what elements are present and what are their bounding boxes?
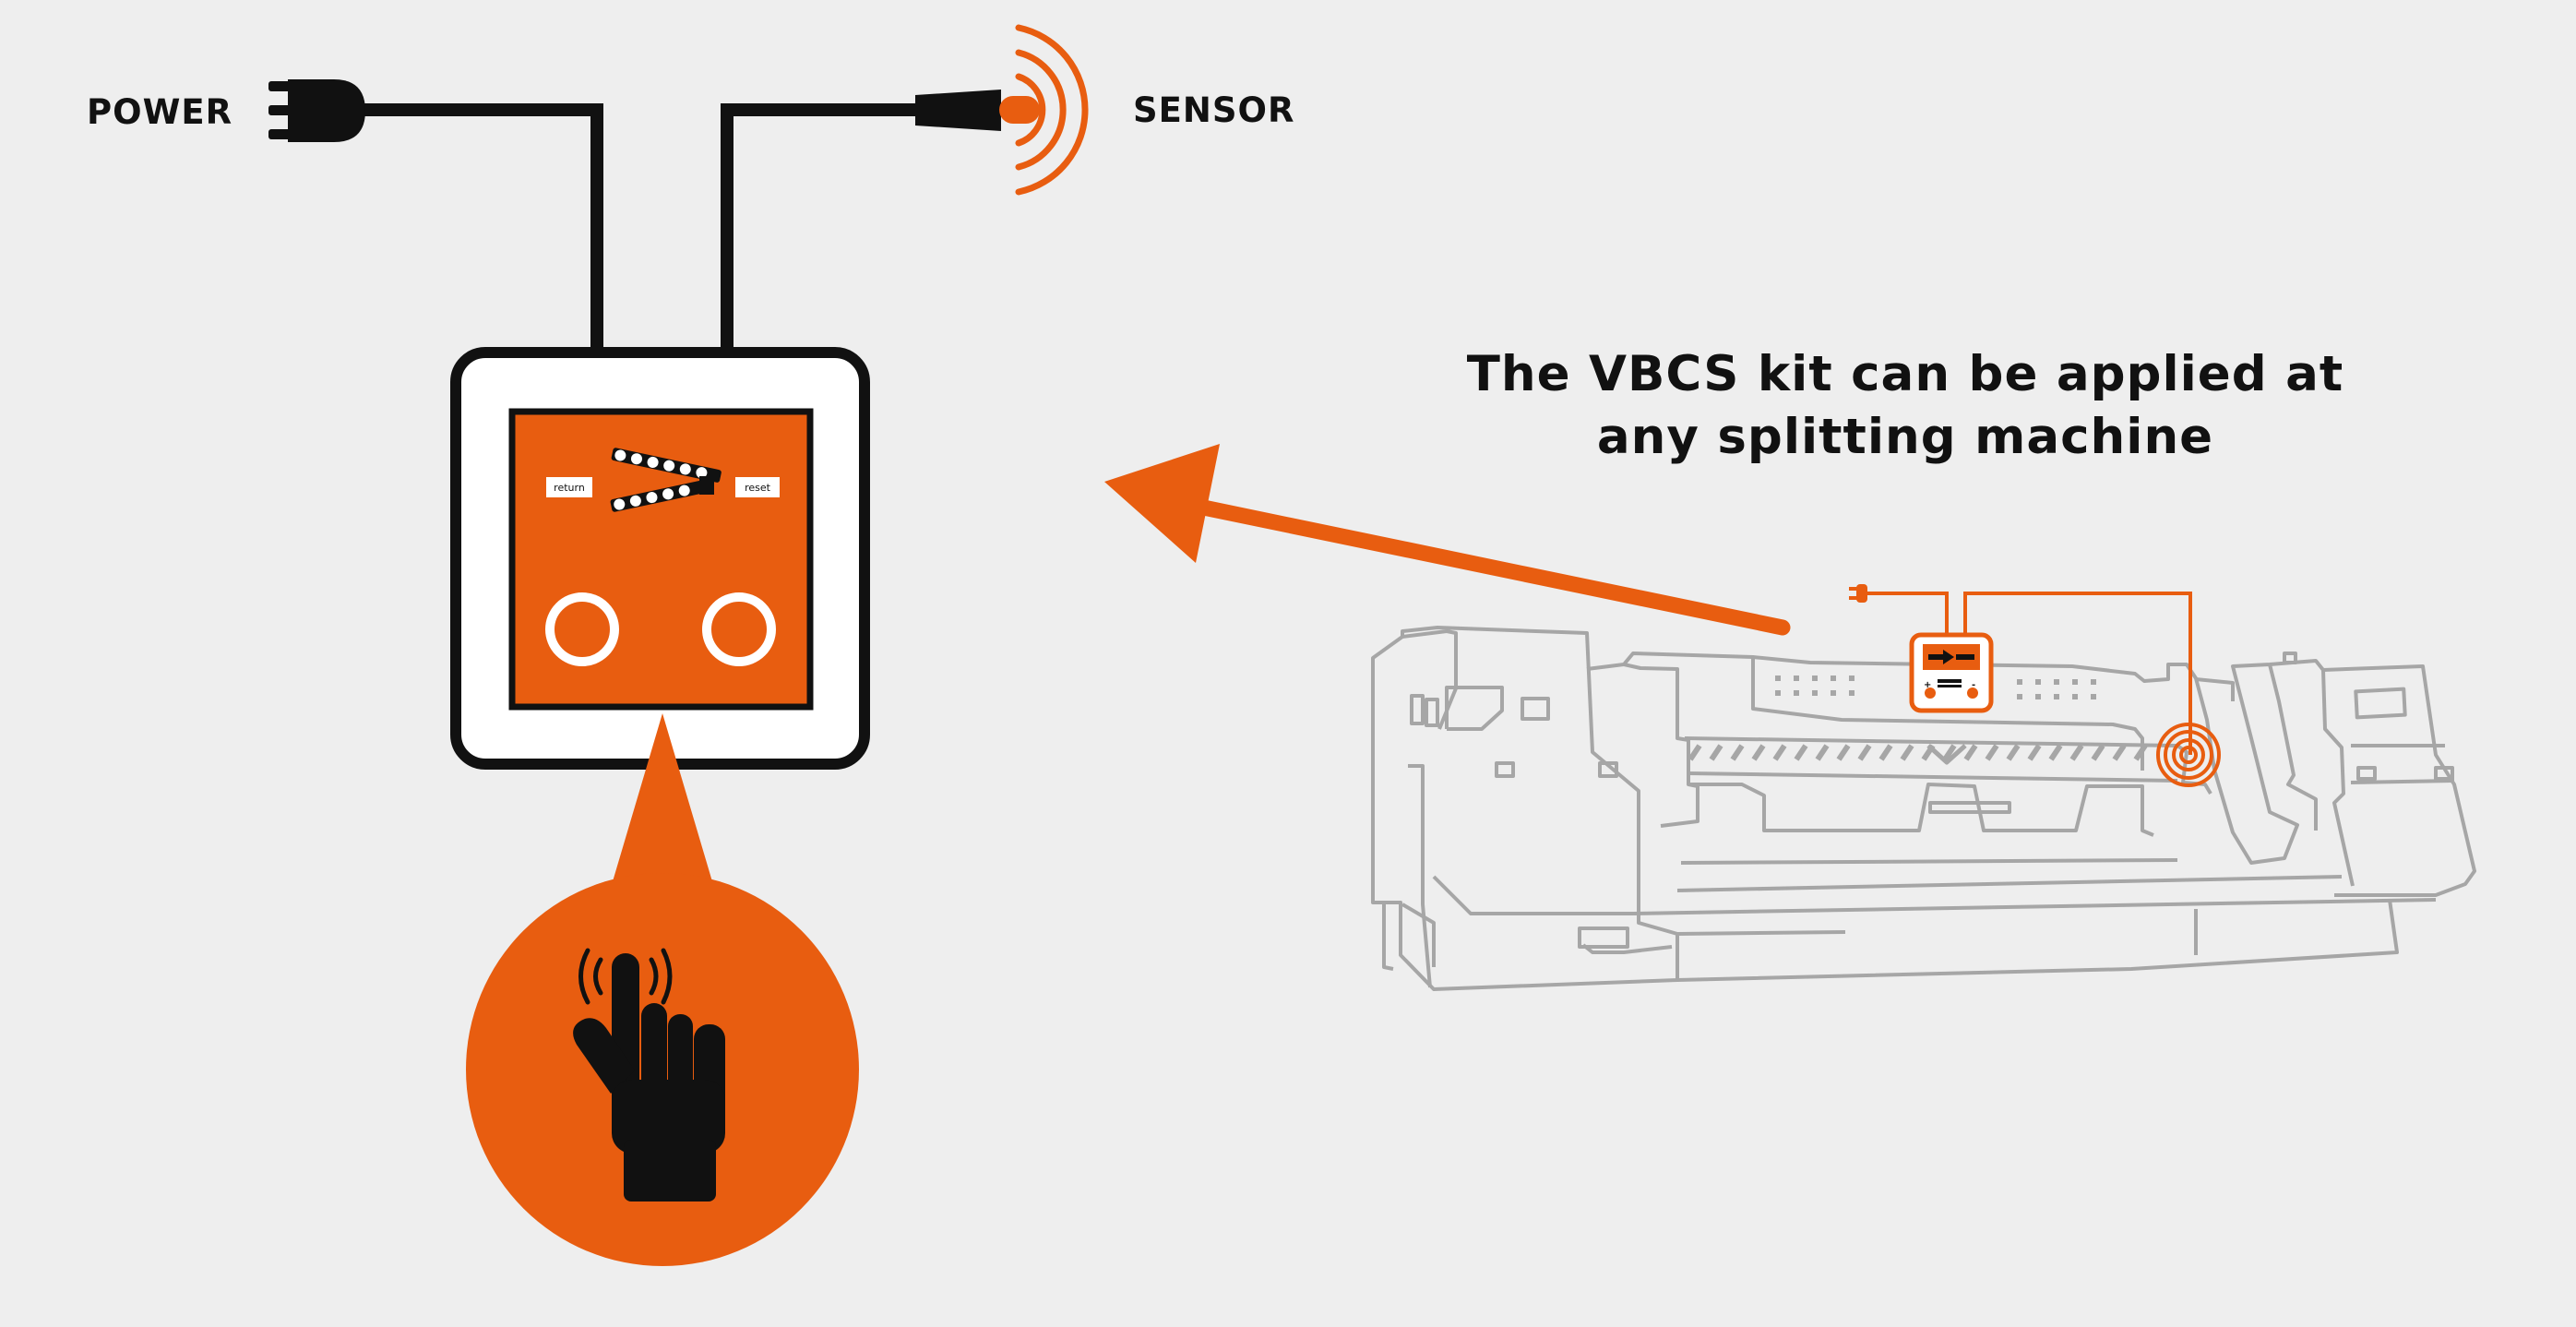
- reset-label-box: [735, 477, 780, 497]
- control-panel: [508, 408, 814, 711]
- return-label-box: [546, 477, 592, 497]
- sensor-waves-icon: [915, 24, 1089, 196]
- svg-text:+: +: [1924, 680, 1931, 690]
- sensor-label: SENSOR: [1133, 90, 1295, 130]
- return-label: return: [554, 482, 585, 494]
- arrow-left-icon: [1104, 444, 1791, 636]
- hand-touch-icon: [573, 948, 725, 1201]
- headline-line-1: The VBCS kit can be applied at: [1466, 346, 2344, 402]
- svg-text:-: -: [1972, 680, 1975, 690]
- power-cable: [362, 103, 603, 353]
- power-plug-icon: [268, 79, 365, 142]
- headline-line-2: any splitting machine: [1596, 409, 2214, 465]
- reset-label: reset: [745, 482, 771, 494]
- return-button[interactable]: [545, 592, 619, 666]
- sensor-cable: [721, 103, 918, 353]
- mini-sensor-icon: [2156, 723, 2221, 787]
- mini-vbcs-kit: + -: [1849, 584, 2221, 787]
- reset-button[interactable]: [702, 592, 776, 666]
- power-label: POWER: [87, 92, 233, 132]
- conveyor-chain-icon: [610, 448, 722, 512]
- control-box: return reset: [450, 347, 870, 770]
- splitting-machine-illustration: [1371, 626, 2476, 991]
- touch-callout: [466, 713, 859, 1266]
- headline: The VBCS kit can be applied at any split…: [1412, 343, 2399, 469]
- mini-plug-icon: [1849, 584, 1867, 603]
